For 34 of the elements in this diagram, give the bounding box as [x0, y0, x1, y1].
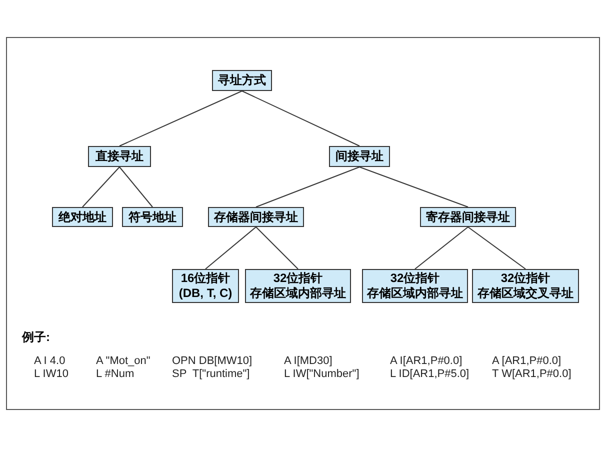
code-example: L #Num: [96, 368, 134, 381]
tree-node-box: 存储器间接寻址: [208, 207, 304, 227]
connector-line: [82, 166, 120, 208]
tree-node-box: 寄存器间接寻址: [420, 207, 516, 227]
connector-line: [468, 226, 526, 270]
code-example: T W[AR1,P#0.0]: [492, 368, 572, 381]
tree-node-box: 16位指针 (DB, T, C): [172, 269, 239, 303]
code-example: A I[MD30]: [284, 355, 332, 368]
connector-line: [205, 226, 256, 270]
code-example: L ID[AR1,P#5.0]: [390, 368, 470, 381]
connector-line: [119, 90, 242, 146]
code-example: L IW["Number"]: [284, 368, 360, 381]
connector-line: [256, 226, 298, 270]
code-example: A [AR1,P#0.0]: [492, 355, 562, 368]
tree-node-box: 寻址方式: [212, 70, 272, 91]
connector-line: [359, 166, 468, 208]
connector-line: [414, 226, 468, 270]
code-example: OPN DB[MW10]: [172, 355, 252, 368]
tree-node-box: 绝对地址: [52, 207, 113, 227]
code-example: A I 4.0: [34, 355, 66, 368]
examples-heading: 例子:: [22, 329, 50, 346]
code-example: A I[AR1,P#0.0]: [390, 355, 462, 368]
tree-node-box: 32位指针 存储区域交叉寻址: [472, 269, 579, 303]
connector-line: [242, 90, 360, 146]
tree-node-box: 直接寻址: [88, 146, 151, 167]
tree-node-box: 32位指针 存储区域内部寻址: [245, 269, 351, 303]
connector-line: [119, 166, 153, 208]
code-example: SP T["runtime"]: [172, 368, 250, 381]
tree-node-box: 32位指针 存储区域内部寻址: [362, 269, 468, 303]
code-example: A "Mot_on": [96, 355, 150, 368]
connector-line: [256, 166, 360, 208]
tree-node-box: 间接寻址: [329, 146, 390, 167]
tree-node-box: 符号地址: [122, 207, 183, 227]
code-example: L IW10: [34, 368, 68, 381]
